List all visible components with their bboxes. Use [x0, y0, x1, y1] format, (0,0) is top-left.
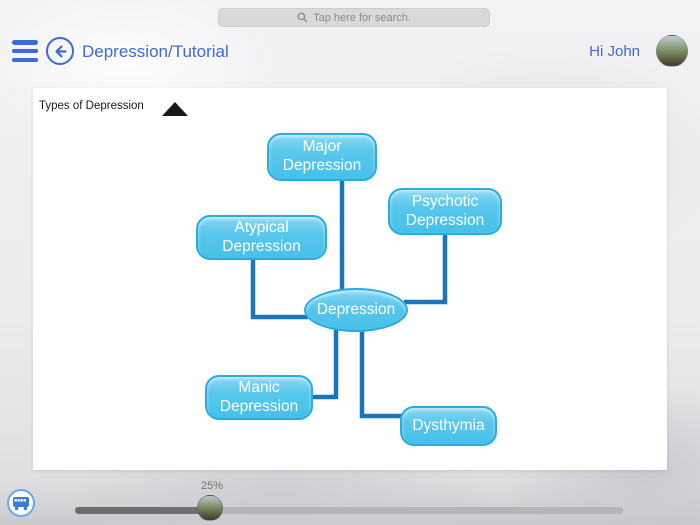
diagram-node-dysthymia: Dysthymia [400, 406, 497, 446]
diagram-node-depression: Depression [304, 288, 408, 332]
progress-value: 25% [200, 480, 224, 492]
diagram-node-psychotic-depression: Psychotic Depression [388, 188, 502, 235]
diagram-node-major-depression: Major Depression [267, 133, 377, 181]
app-logo [7, 489, 35, 517]
collapse-triangle-icon[interactable] [162, 102, 188, 116]
section-title: Types of Depression [39, 100, 144, 112]
search-input[interactable]: Tap here for search. [218, 8, 490, 27]
menu-bar [12, 57, 38, 62]
progress-slider-thumb[interactable] [197, 495, 223, 521]
page-title: Depression/Tutorial [82, 42, 229, 61]
user-avatar[interactable] [656, 35, 688, 67]
diagram-connectors [250, 181, 448, 419]
back-arrow-icon [54, 44, 67, 58]
search-placeholder: Tap here for search. [313, 11, 411, 24]
diagram-node-atypical-depression: Atypical Depression [196, 215, 327, 260]
menu-bar [12, 48, 38, 54]
search-icon [297, 12, 308, 23]
menu-bar [12, 40, 38, 45]
progress-slider-track[interactable] [75, 507, 623, 514]
hamburger-menu-icon[interactable] [12, 40, 38, 62]
user-greeting: Hi John [589, 43, 640, 60]
progress-slider-fill [75, 507, 211, 514]
bus-logo-icon [13, 496, 29, 510]
diagram-node-manic-depression: Manic Depression [205, 375, 313, 420]
back-button[interactable] [46, 37, 74, 65]
tutorial-content-panel: Types of Depression Major Depression Psy… [33, 88, 667, 470]
